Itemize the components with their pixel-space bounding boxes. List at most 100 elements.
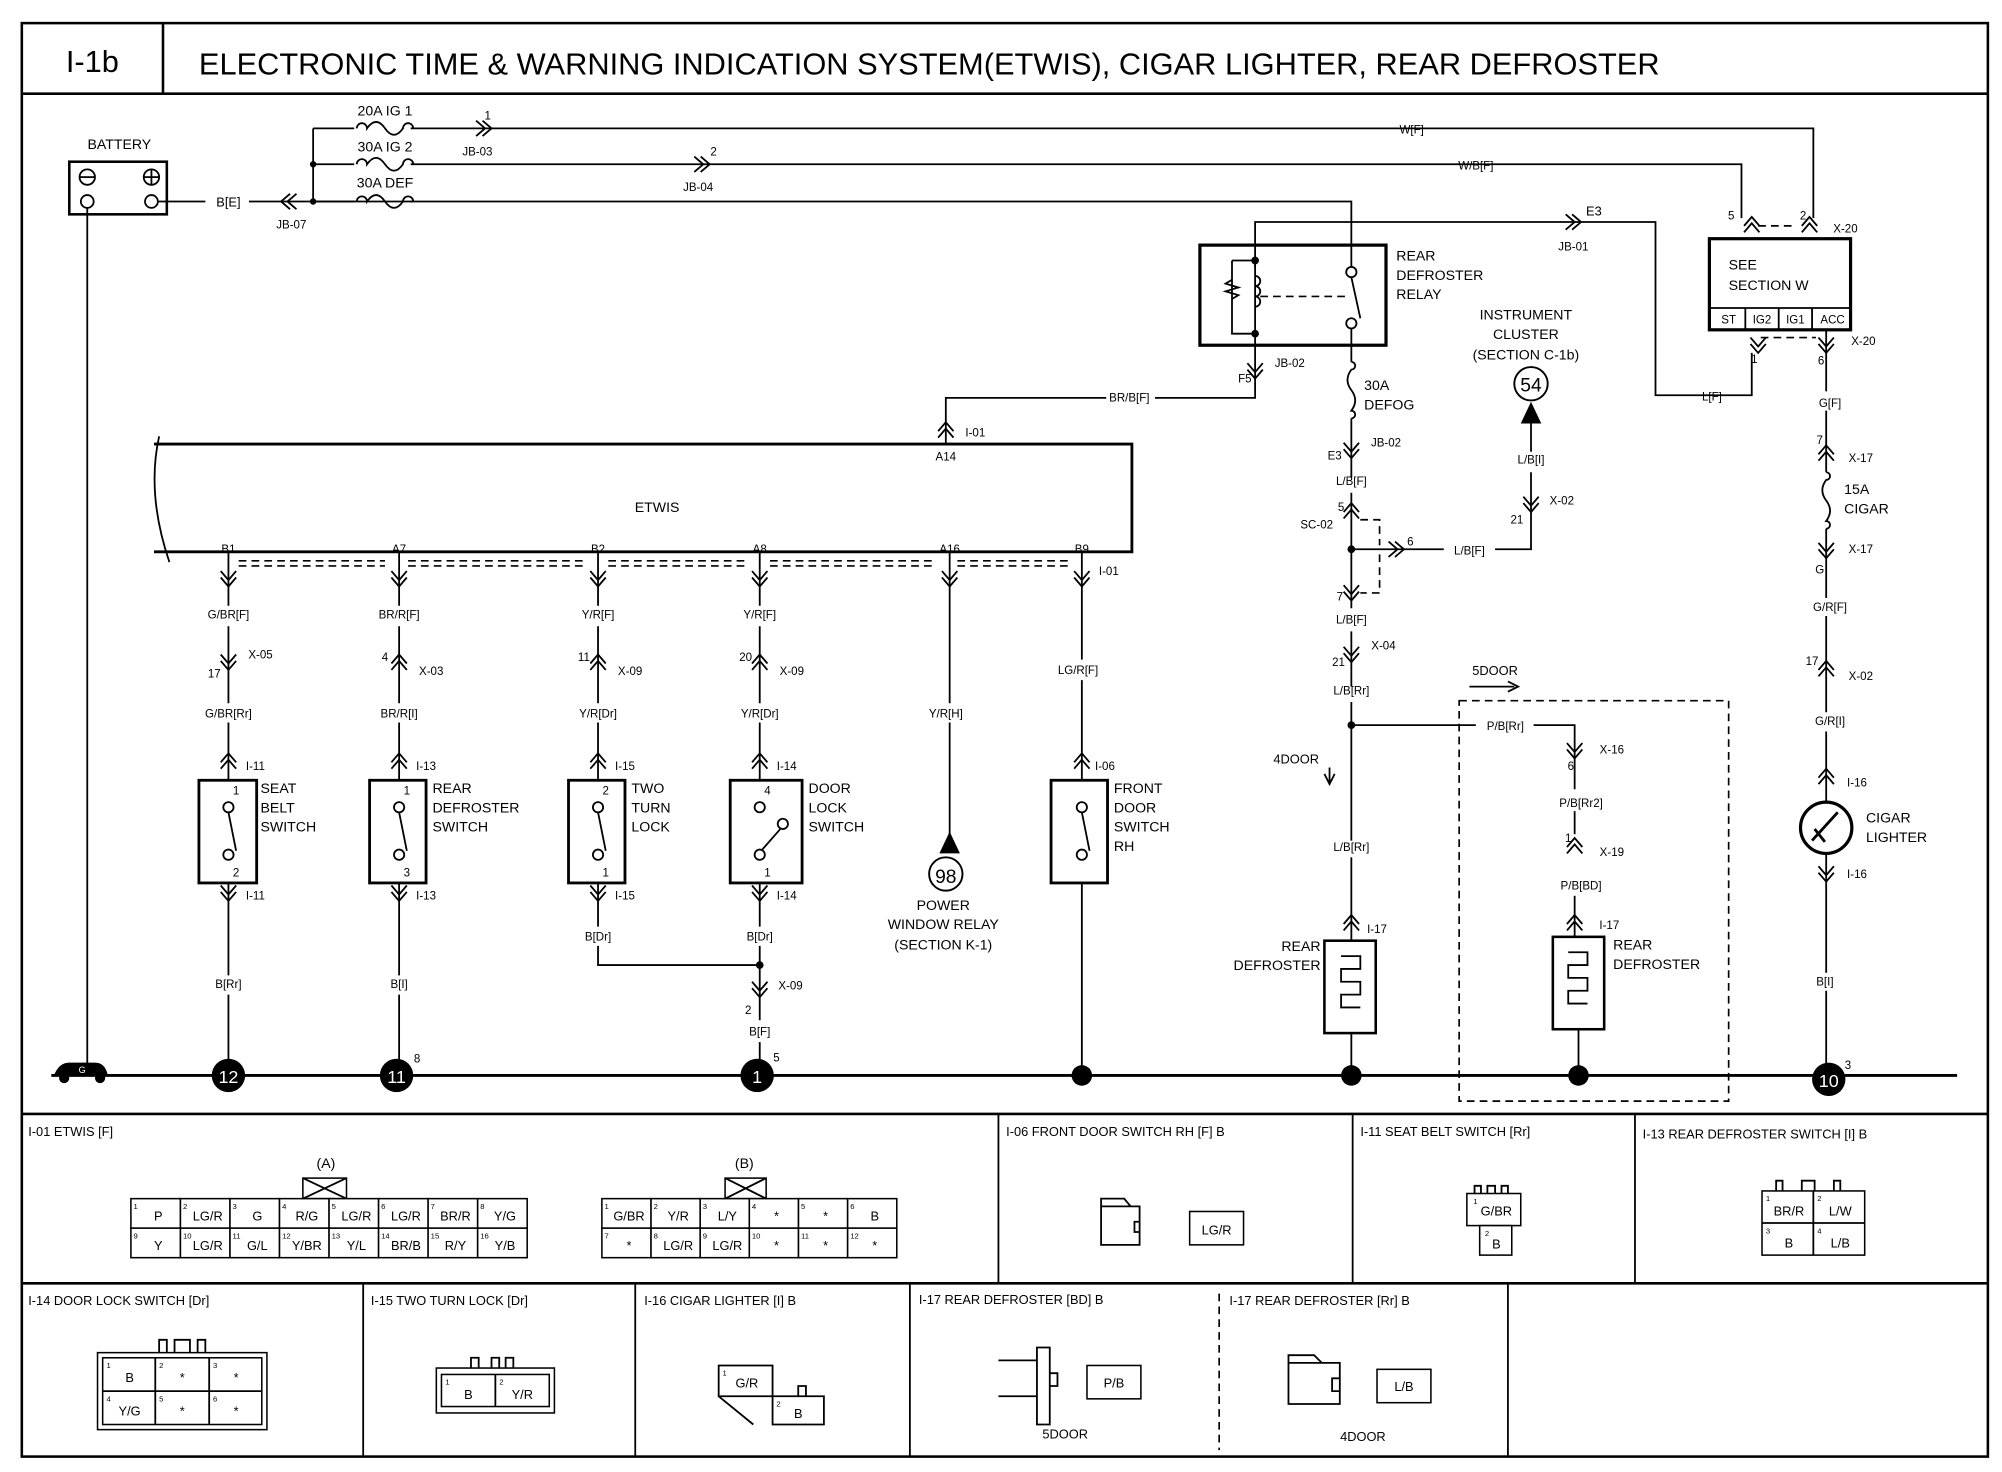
- label-branches-rdsw-n2: DEFROSTER: [432, 799, 519, 815]
- label-defroster-wire-lbrr: L/B[Rr]: [1333, 842, 1369, 854]
- cavity-wire-color: Y: [154, 1238, 163, 1253]
- label-connectors-i13-title: I-13 REAR DEFROSTER SWITCH [I] B: [1643, 1126, 1868, 1141]
- label-branches-ttl-p2: 1: [603, 868, 609, 880]
- label-ignition-x20-top: X-20: [1833, 223, 1857, 235]
- connector-symbols: [220, 119, 1835, 999]
- cluster-ref-circle: [1513, 366, 1549, 402]
- label-connectors-i13-cells-0-0: 1: [1766, 1194, 1770, 1203]
- label-connectors-i11-p1: 1: [1473, 1197, 1477, 1206]
- cavity-wire-color: B: [871, 1208, 880, 1223]
- connector-cavity: [278, 1197, 330, 1229]
- label-branches-ttl-c1: I-15: [615, 761, 635, 773]
- label-branches-seat-p1: 1: [233, 785, 239, 797]
- connector-chevron-icon: [1566, 742, 1584, 760]
- cavity-wire-color: *: [627, 1238, 632, 1253]
- label-ignition-fuse2: CIGAR: [1844, 500, 1889, 516]
- battery: [68, 160, 169, 216]
- connector-cavity: [229, 1227, 281, 1259]
- cavity-wire-color: LG/R: [712, 1238, 742, 1253]
- label-defroster-label-4door: 4DOOR: [1273, 752, 1319, 767]
- label-branches-ttl-w3: B[Dr]: [585, 932, 611, 944]
- label-ignition-x02-pin: 17: [1806, 656, 1819, 668]
- cigar-lighter-icon: [1798, 800, 1854, 856]
- connector-cavity: [476, 1227, 528, 1259]
- label-cluster-ref: 54: [1520, 375, 1542, 396]
- connector-chevron-icon: [751, 751, 769, 770]
- label-relay-sc02: SC-02: [1300, 520, 1333, 532]
- arrow-up-icon: [1520, 401, 1542, 424]
- label-defroster-i17-4: I-17: [1367, 924, 1387, 936]
- cavity-wire-color: G/BR: [613, 1208, 644, 1223]
- connector-chevron-icon: [1387, 540, 1406, 558]
- label-etwis-pins-1: A7: [392, 544, 406, 556]
- label-ignition-terminals-1: IG2: [1753, 314, 1772, 326]
- label-connectors-i13-cells-1-0: 2: [1817, 1194, 1821, 1203]
- label-ignition-ground-pin: 3: [1845, 1060, 1851, 1072]
- connector-chevron-icon: [1817, 542, 1835, 560]
- label-connectors-i01-b-label: (B): [735, 1155, 754, 1171]
- label-branches-dls-n3: SWITCH: [809, 819, 865, 835]
- label-branches-ttl-n2: TURN: [631, 799, 670, 815]
- cavity-pin-number: 2: [183, 1202, 187, 1211]
- wire-relay-feed: [1254, 221, 1753, 397]
- cavity-pin-number: 5: [332, 1202, 336, 1211]
- label-connectors-i13-cells-3-1: L/B: [1831, 1235, 1850, 1250]
- label-connectors-i13-cells-2-0: 3: [1766, 1226, 1770, 1235]
- connector-chevron-icon: [220, 570, 237, 588]
- label-relay-name3: RELAY: [1396, 286, 1442, 302]
- wire-w-b-f: [313, 163, 1743, 219]
- rear-defroster-relay: [1198, 243, 1388, 347]
- label-branches-rdsw-ground-pin: 8: [414, 1054, 420, 1066]
- label-connectors-i01-a-label: (A): [317, 1155, 336, 1171]
- connector-chevron-icon: [475, 119, 493, 137]
- label-etwis-pins-2: B2: [591, 544, 605, 556]
- label-branches-ttl-p1: 2: [603, 785, 609, 797]
- label-relay-wire3: L/B[Rr]: [1333, 685, 1369, 697]
- connector-chevron-icon: [941, 570, 959, 588]
- cavity-wire-color: *: [774, 1208, 779, 1223]
- label-relay-x04: X-04: [1371, 640, 1396, 652]
- label-ignition-fuse1: 15A: [1844, 481, 1870, 497]
- cavity-wire-color: Y/L: [347, 1238, 366, 1253]
- label-ignition-see1: SEE: [1729, 257, 1757, 273]
- label-defroster-n4a: REAR: [1281, 938, 1320, 954]
- label-ignition-i16a: I-16: [1847, 778, 1867, 790]
- label-branches-fds-w1: LG/R[F]: [1058, 665, 1098, 677]
- label-branches-pwr-w1: Y/R[H]: [929, 708, 963, 720]
- fuse-15a-cigar-icon: [1821, 471, 1831, 530]
- connector-chevron-icon: [220, 751, 237, 770]
- label-branches-vehicle-ground: G: [79, 1065, 86, 1075]
- label-power-fuse-ig1: 20A IG 1: [358, 103, 413, 119]
- section-code: I-1b: [66, 44, 119, 79]
- label-defroster-n5a: REAR: [1613, 937, 1652, 953]
- label-branches-seat-n3: SWITCH: [261, 819, 317, 835]
- ground-point-10: 10: [1819, 1071, 1839, 1091]
- cavity-wire-color: P: [154, 1208, 163, 1223]
- label-power-fuse-def: 30A DEF: [357, 174, 414, 190]
- label-relay-name2: DEFROSTER: [1396, 267, 1483, 283]
- label-relay-name1: REAR: [1396, 248, 1435, 264]
- label-connectors-i17rr-note: 4DOOR: [1340, 1429, 1386, 1444]
- label-relay-sc-pin6: 6: [1407, 536, 1413, 548]
- label-etwis-i01-bot: I-01: [1099, 566, 1119, 578]
- cavity-wire-color: G/L: [247, 1238, 268, 1253]
- label-branches-rdsw-p2: 3: [404, 868, 410, 880]
- label-branches-seat-n2: BELT: [261, 799, 296, 815]
- cavity-wire-color: LG/R: [391, 1208, 421, 1223]
- cavity-wire-color: LG/R: [193, 1238, 223, 1253]
- cavity-wire-color: L/Y: [718, 1208, 738, 1223]
- label-connectors-i01-title: I-01 ETWIS [F]: [28, 1124, 113, 1139]
- label-power-battery: BATTERY: [87, 136, 151, 152]
- label-etwis-name: ETWIS: [635, 499, 680, 515]
- cavity-pin-number: 4: [282, 1202, 287, 1211]
- label-branches-pwr-ref: 98: [935, 867, 956, 888]
- label-branches-pwr-n1: POWER: [917, 897, 970, 913]
- label-ignition-wire-gri: G/R[I]: [1815, 716, 1845, 728]
- label-cluster-x02-pin: 21: [1510, 515, 1523, 527]
- cavity-pin-number: 2: [654, 1202, 658, 1211]
- label-connectors-i14-cells-5-0: 6: [213, 1394, 217, 1403]
- cavity-wire-color: LG/R: [193, 1208, 223, 1223]
- label-branches-ttl-n1: TWO: [631, 780, 664, 796]
- label-ignition-i16b: I-16: [1847, 869, 1867, 881]
- label-power-jb07: JB-07: [276, 219, 306, 231]
